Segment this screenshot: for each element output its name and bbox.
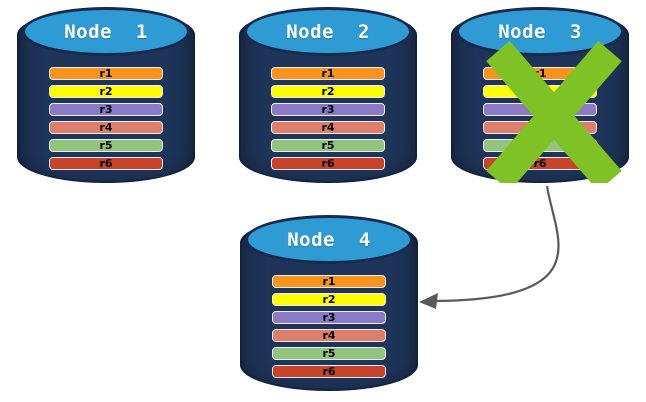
replica-row-r4: r4 bbox=[271, 121, 385, 134]
replica-rows: r1 r2 r3 r4 r5 r6 bbox=[49, 67, 163, 175]
replica-row-r1: r1 bbox=[272, 275, 386, 288]
replica-row-r5: r5 bbox=[272, 347, 386, 360]
replica-row-r3: r3 bbox=[49, 103, 163, 116]
node-title: Node 4 bbox=[287, 228, 371, 251]
replica-row-r6: r6 bbox=[271, 157, 385, 170]
replica-row-r2: r2 bbox=[49, 85, 163, 98]
replica-row-r5: r5 bbox=[49, 139, 163, 152]
cylinder-top-ellipse: Node 1 bbox=[22, 7, 190, 56]
replica-rows: r1 r2 r3 r4 r5 r6 bbox=[272, 275, 386, 383]
node-1: Node 1 r1 r2 r3 r4 r5 r6 bbox=[17, 7, 195, 183]
cylinder-top-ellipse: Node 4 bbox=[245, 215, 413, 264]
replica-row-r3: r3 bbox=[271, 103, 385, 116]
node-2: Node 2 r1 r2 r3 r4 r5 r6 bbox=[239, 7, 417, 183]
replica-rows: r1 r2 r3 r4 r5 r6 bbox=[271, 67, 385, 175]
failure-x-icon bbox=[486, 40, 622, 183]
arrow-head-icon bbox=[419, 293, 438, 309]
node-3: Node 3 r1 r2 r3 r4 r5 r6 bbox=[451, 7, 629, 183]
replica-row-r5: r5 bbox=[271, 139, 385, 152]
replica-row-r4: r4 bbox=[49, 121, 163, 134]
node-title: Node 3 bbox=[498, 20, 582, 43]
node-4: Node 4 r1 r2 r3 r4 r5 r6 bbox=[240, 215, 418, 391]
cylinder-top-ellipse: Node 2 bbox=[244, 7, 412, 56]
node-title: Node 1 bbox=[64, 20, 148, 43]
replica-row-r4: r4 bbox=[272, 329, 386, 342]
arrow-curve bbox=[432, 185, 560, 303]
replica-row-r2: r2 bbox=[271, 85, 385, 98]
replica-row-r2: r2 bbox=[272, 293, 386, 306]
replica-row-r6: r6 bbox=[272, 365, 386, 378]
replica-row-r6: r6 bbox=[49, 157, 163, 170]
replica-row-r3: r3 bbox=[272, 311, 386, 324]
replica-row-r1: r1 bbox=[49, 67, 163, 80]
node-title: Node 2 bbox=[286, 20, 370, 43]
replica-row-r1: r1 bbox=[271, 67, 385, 80]
